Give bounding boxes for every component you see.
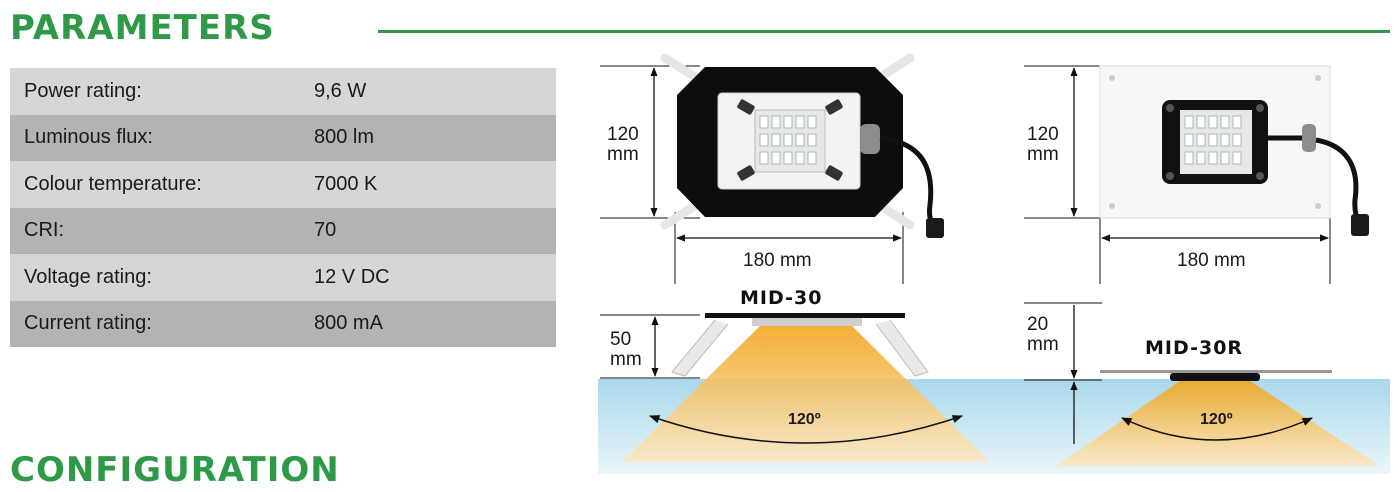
depth-unit: mm (1027, 334, 1059, 355)
cable-connector-icon (926, 218, 944, 238)
param-row-colour-temp: Colour temperature: 7000 K (10, 161, 556, 208)
param-label: Luminous flux: (24, 126, 153, 149)
height-label: 120 (607, 124, 639, 145)
param-label: Voltage rating: (24, 265, 152, 288)
model-name: MID-30R (1145, 337, 1243, 359)
section-heading-configuration: CONFIGURATION (10, 450, 340, 490)
param-value: 800 lm (314, 126, 375, 149)
param-value: 12 V DC (314, 265, 390, 288)
height-label: 120 (1027, 124, 1059, 145)
mid30-top-view: 120 mm 180 mm MID-30 (600, 53, 944, 309)
led-array-icon (1184, 115, 1242, 165)
param-label: CRI: (24, 219, 64, 242)
param-row-cri: CRI: 70 (10, 207, 556, 254)
parameters-table: Power rating:9,6 W Luminous flux:800 lm … (10, 68, 556, 347)
depth-label: 50 (610, 329, 631, 350)
param-value: 9,6 W (314, 79, 367, 102)
heading-rule (378, 30, 1390, 33)
beam-angle-label: 120º (788, 411, 821, 428)
light-beam (622, 326, 990, 462)
led-array-icon (759, 115, 817, 165)
mid30r-top-view: 120 mm 180 mm (1024, 65, 1369, 284)
height-unit: mm (607, 144, 639, 165)
mid30-side-view: 50 mm 120º (600, 313, 990, 462)
param-label: Colour temperature: (24, 172, 202, 195)
param-row-flux: Luminous flux: 800 lm (10, 114, 556, 161)
width-label: 180 mm (743, 250, 812, 271)
param-row-current: Current rating: 800 mA (10, 300, 556, 347)
model-name: MID-30 (740, 287, 822, 309)
depth-label: 20 (1027, 314, 1048, 335)
param-value: 7000 K (314, 172, 378, 195)
cable-connector-icon (1351, 214, 1369, 236)
param-value: 800 mA (314, 312, 383, 335)
dimension-diagrams: 120 mm 180 mm MID-30 120 mm 180 mm (598, 53, 1390, 474)
param-row-power: Power rating: 9,6 W (10, 68, 556, 115)
mid30r-side-view: 20 mm MID-30R 120º (1024, 302, 1380, 466)
section-heading-parameters: PARAMETERS (10, 8, 275, 48)
height-unit: mm (1027, 144, 1059, 165)
beam-angle-label: 120º (1200, 411, 1233, 428)
width-label: 180 mm (1177, 250, 1246, 271)
depth-unit: mm (610, 349, 642, 370)
param-value: 70 (314, 219, 337, 242)
param-label: Current rating: (24, 312, 152, 335)
param-label: Power rating: (24, 79, 142, 102)
param-row-voltage: Voltage rating: 12 V DC (10, 254, 556, 301)
